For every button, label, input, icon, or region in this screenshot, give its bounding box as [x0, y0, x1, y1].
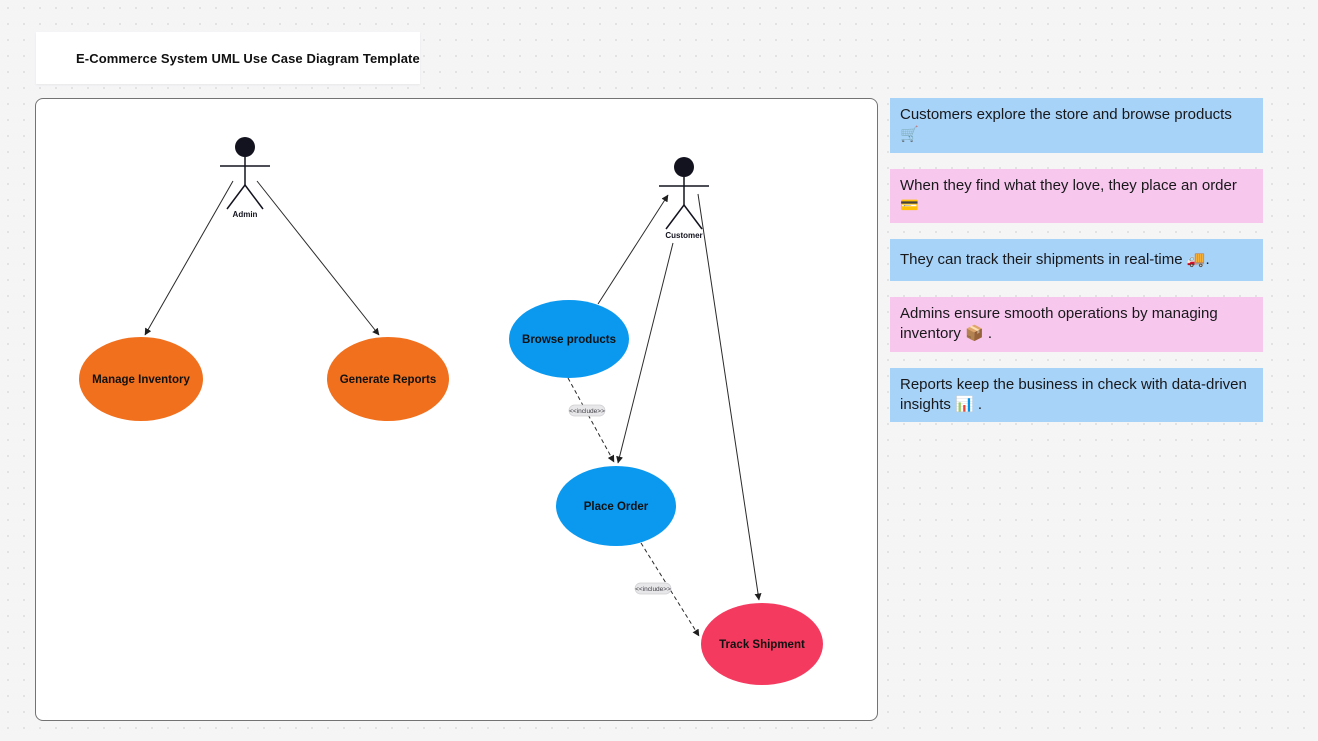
use-case-track-shipment-shape[interactable] — [701, 603, 823, 685]
use-case-manage-inventory[interactable]: Manage Inventory — [79, 337, 203, 421]
actor-admin[interactable]: Admin — [220, 137, 270, 219]
use-case-generate-reports-label: Generate Reports — [340, 374, 437, 386]
connector-browse-products-customer[interactable] — [597, 194, 669, 305]
connector-admin-generate-reports[interactable] — [256, 180, 380, 336]
use-case-manage-inventory-shape[interactable] — [79, 337, 203, 421]
use-case-browse-products-label: Browse products — [522, 334, 616, 346]
include-label-place-order-track-shipment[interactable]: <<include>> — [634, 582, 672, 595]
title-card[interactable]: E-Commerce System UML Use Case Diagram T… — [36, 32, 420, 84]
actor-customer-head-icon — [674, 157, 694, 177]
include-label-text: <<include>> — [635, 586, 671, 593]
connector-customer-place-order[interactable] — [616, 242, 674, 464]
connector-admin-manage-inventory[interactable] — [144, 180, 234, 336]
actor-admin-label: Admin — [233, 210, 258, 219]
notes-panel: Customers explore the store and browse p… — [890, 98, 1263, 438]
actor-customer-label: Customer — [665, 231, 702, 240]
note-manage-inventory[interactable]: Admins ensure smooth operations by manag… — [890, 297, 1263, 352]
note-browse-products[interactable]: Customers explore the store and browse p… — [890, 98, 1263, 153]
note-reports[interactable]: Reports keep the business in check with … — [890, 367, 1263, 422]
actor-customer-leg-left — [665, 204, 685, 230]
include-label-browse-place-order[interactable]: <<include>> — [568, 404, 606, 417]
use-case-place-order[interactable]: Place Order — [556, 466, 676, 546]
connector-include-browse-place-order[interactable] — [567, 377, 615, 463]
use-case-place-order-label: Place Order — [584, 501, 649, 513]
connector-include-place-order-track-shipment[interactable] — [640, 542, 700, 637]
note-track-shipments[interactable]: They can track their shipments in real-t… — [890, 239, 1263, 281]
use-case-browse-products-shape[interactable] — [509, 300, 629, 378]
actor-customer-leg-right — [683, 204, 703, 230]
actor-customer[interactable]: Customer — [659, 157, 709, 240]
use-case-generate-reports-shape[interactable] — [327, 337, 449, 421]
use-case-track-shipment[interactable]: Track Shipment — [701, 603, 823, 685]
page-title: E-Commerce System UML Use Case Diagram T… — [76, 50, 420, 66]
use-case-generate-reports[interactable]: Generate Reports — [327, 337, 449, 421]
connector-customer-track-shipment[interactable] — [697, 193, 762, 601]
actor-admin-leg-left — [226, 184, 246, 210]
include-label-text: <<include>> — [569, 408, 605, 415]
diagram-canvas[interactable]: Admin Customer Manage Inventory Generate… — [35, 98, 878, 721]
note-place-order[interactable]: When they find what they love, they plac… — [890, 168, 1263, 223]
actor-admin-leg-right — [244, 184, 264, 210]
actor-admin-head-icon — [235, 137, 255, 157]
use-case-browse-products[interactable]: Browse products — [509, 300, 629, 378]
use-case-track-shipment-label: Track Shipment — [719, 639, 805, 651]
use-case-manage-inventory-label: Manage Inventory — [92, 374, 190, 386]
use-case-place-order-shape[interactable] — [556, 466, 676, 546]
